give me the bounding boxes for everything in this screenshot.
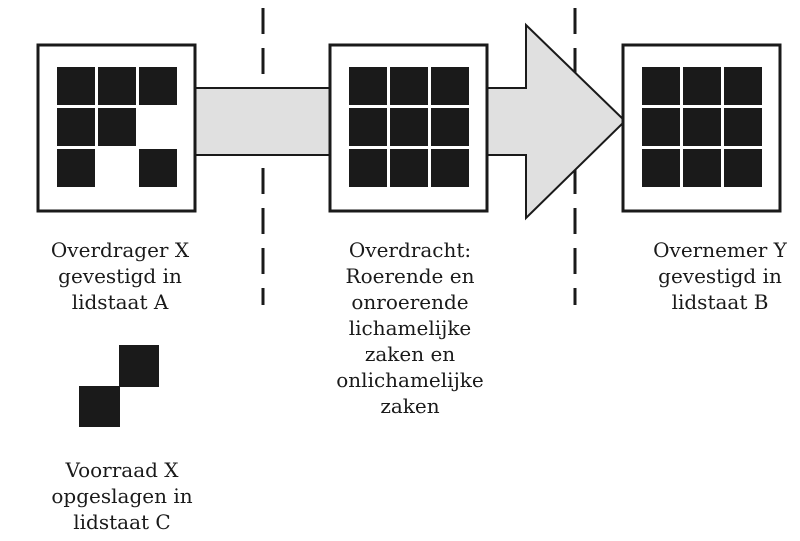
transfer-grid-cell [349, 108, 387, 146]
transferor-grid-cell [57, 67, 95, 105]
transferee-grid [642, 67, 762, 187]
transfer-grid-cell [390, 149, 428, 187]
transferee-grid-cell [642, 108, 680, 146]
transferor-grid [57, 67, 177, 187]
transferor-grid-cell [57, 108, 95, 146]
transfer-grid-cell [390, 108, 428, 146]
transfer-label-line-3: onroerende [351, 290, 469, 314]
transfer-label-line-1: Overdracht: [348, 238, 472, 262]
transferee-label-line-1: Overnemer Y [653, 238, 787, 262]
transferee-grid-cell [683, 149, 721, 187]
transfer-grid-cell [431, 67, 469, 105]
transferee-grid-cell [724, 108, 762, 146]
transferee-grid-cell [642, 67, 680, 105]
transfer-label-line-5: zaken en [364, 342, 456, 366]
transferee-grid-cell [642, 149, 680, 187]
transfer-grid-cell [349, 67, 387, 105]
transfer-label-line-4: lichamelijke [348, 316, 472, 340]
transferee-grid-cell [683, 67, 721, 105]
transfer-label-line-2: Roerende en [345, 264, 475, 288]
transferor-label-line-3: lidstaat A [71, 290, 169, 314]
transfer-grid-cell [431, 149, 469, 187]
stock-label-line-3: lidstaat C [73, 510, 171, 534]
transferor-grid-cell [139, 149, 177, 187]
transfer-grid [349, 67, 469, 187]
transfer-grid-cell [431, 108, 469, 146]
transferor-label-line-2: gevestigd in [58, 264, 182, 288]
stock-label-line-1: Voorraad X [65, 458, 179, 482]
transferor-box [36, 43, 197, 213]
transfer-label-line-6: onlichamelijke [336, 368, 484, 392]
stock-block-top [119, 345, 159, 387]
transferee-grid-cell [683, 108, 721, 146]
transferor-grid-cell [57, 149, 95, 187]
transfer-grid-cell [349, 149, 387, 187]
transferee-grid-cell [724, 67, 762, 105]
transfer-box [328, 43, 489, 213]
transferor-label-line-1: Overdrager X [50, 238, 190, 262]
stock-icon [79, 345, 159, 427]
transferor-grid-cell [98, 108, 136, 146]
transferor-label: Overdrager X gevestigd in lidstaat A [40, 237, 200, 315]
transferee-grid-cell [724, 149, 762, 187]
transferee-box [621, 43, 782, 213]
stock-block-bottom [79, 386, 120, 427]
transferee-label: Overnemer Y gevestigd in lidstaat B [640, 237, 800, 315]
transferor-grid-cell [98, 67, 136, 105]
stock-label: Voorraad X opgeslagen in lidstaat C [42, 457, 202, 535]
transfer-label-line-7: zaken [380, 394, 440, 418]
transferee-label-line-2: gevestigd in [658, 264, 782, 288]
transfer-grid-cell [390, 67, 428, 105]
transferee-label-line-3: lidstaat B [671, 290, 769, 314]
transfer-label: Overdracht: Roerende en onroerende licha… [330, 237, 490, 419]
stock-label-line-2: opgeslagen in [51, 484, 193, 508]
transferor-grid-cell [139, 67, 177, 105]
